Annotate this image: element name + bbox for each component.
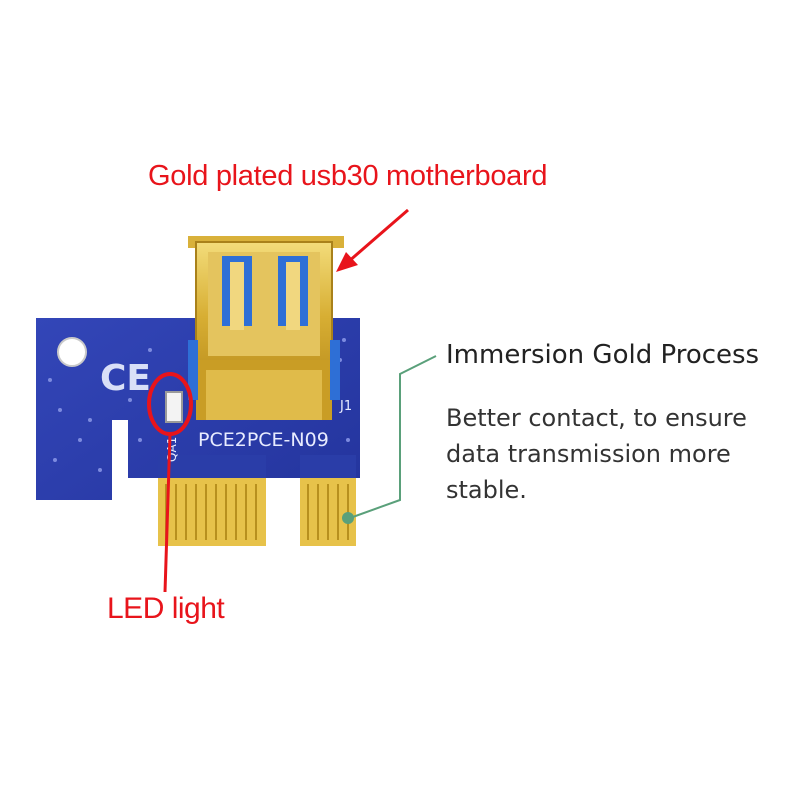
ce-mark: CE [100,358,151,399]
silkscreen-model: PCE2PCE-N09 [198,429,329,451]
feature-description: Better contact, to ensure data transmiss… [446,404,747,504]
gold-fingers-left [158,478,266,546]
feature-title: Immersion Gold Process [446,340,760,370]
silkscreen-j1: J1 [339,399,352,414]
silkscreen-qa1: QA1 [165,437,179,462]
usb-callout-label: Gold plated usb30 motherboard [148,160,548,192]
mounting-hole [57,337,87,367]
pcb-vias [48,338,350,472]
gold-process-pointer-dot [342,512,354,524]
led-callout-label: LED light [107,592,225,625]
usb-arrow [336,208,409,272]
gold-finger-lines [165,484,349,540]
led-pointer-line [163,433,172,593]
gold-process-pointer-line [349,355,437,519]
led-component [165,391,183,423]
